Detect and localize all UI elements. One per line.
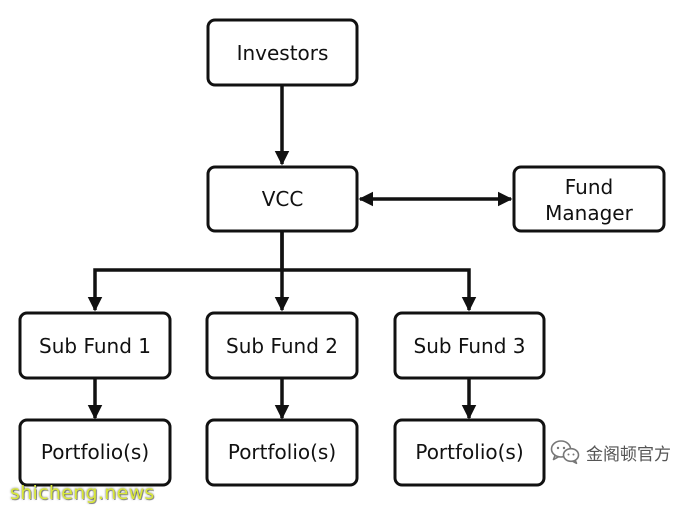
node-sub-fund-1: Sub Fund 1 (18, 311, 172, 380)
node-sub-fund-3: Sub Fund 3 (393, 311, 546, 380)
site-watermark: shicheng.news (10, 482, 155, 504)
node-sub-fund-3-label: Sub Fund 3 (414, 334, 526, 358)
node-portfolio-2-label: Portfolio(s) (228, 440, 336, 464)
node-portfolio-2: Portfolio(s) (205, 418, 359, 487)
account-watermark: 金阁顿官方 (550, 437, 671, 467)
wechat-icon (550, 440, 580, 465)
node-fund-manager: Fund Manager (512, 165, 666, 233)
node-vcc-label: VCC (262, 187, 304, 211)
node-portfolio-3-label: Portfolio(s) (415, 440, 523, 464)
node-sub-fund-2: Sub Fund 2 (205, 311, 359, 380)
node-sub-fund-2-label: Sub Fund 2 (226, 334, 338, 358)
edges (87, 86, 513, 420)
node-portfolio-3: Portfolio(s) (393, 418, 546, 487)
edge-vcc-to-sub-fund-3 (282, 268, 477, 312)
edge-vcc-to-sub-fund-1 (87, 232, 284, 312)
node-fund-manager-label-line-1: Fund (565, 175, 613, 199)
node-investors: Investors (206, 18, 359, 87)
node-vcc: VCC (206, 165, 359, 233)
node-portfolio-1-label: Portfolio(s) (41, 440, 149, 464)
account-name: 金阁顿官方 (586, 444, 671, 465)
node-sub-fund-1-label: Sub Fund 1 (39, 334, 151, 358)
node-investors-label: Investors (237, 41, 329, 65)
node-portfolio-1: Portfolio(s) (18, 418, 172, 487)
node-fund-manager-label-line-2: Manager (545, 201, 633, 225)
